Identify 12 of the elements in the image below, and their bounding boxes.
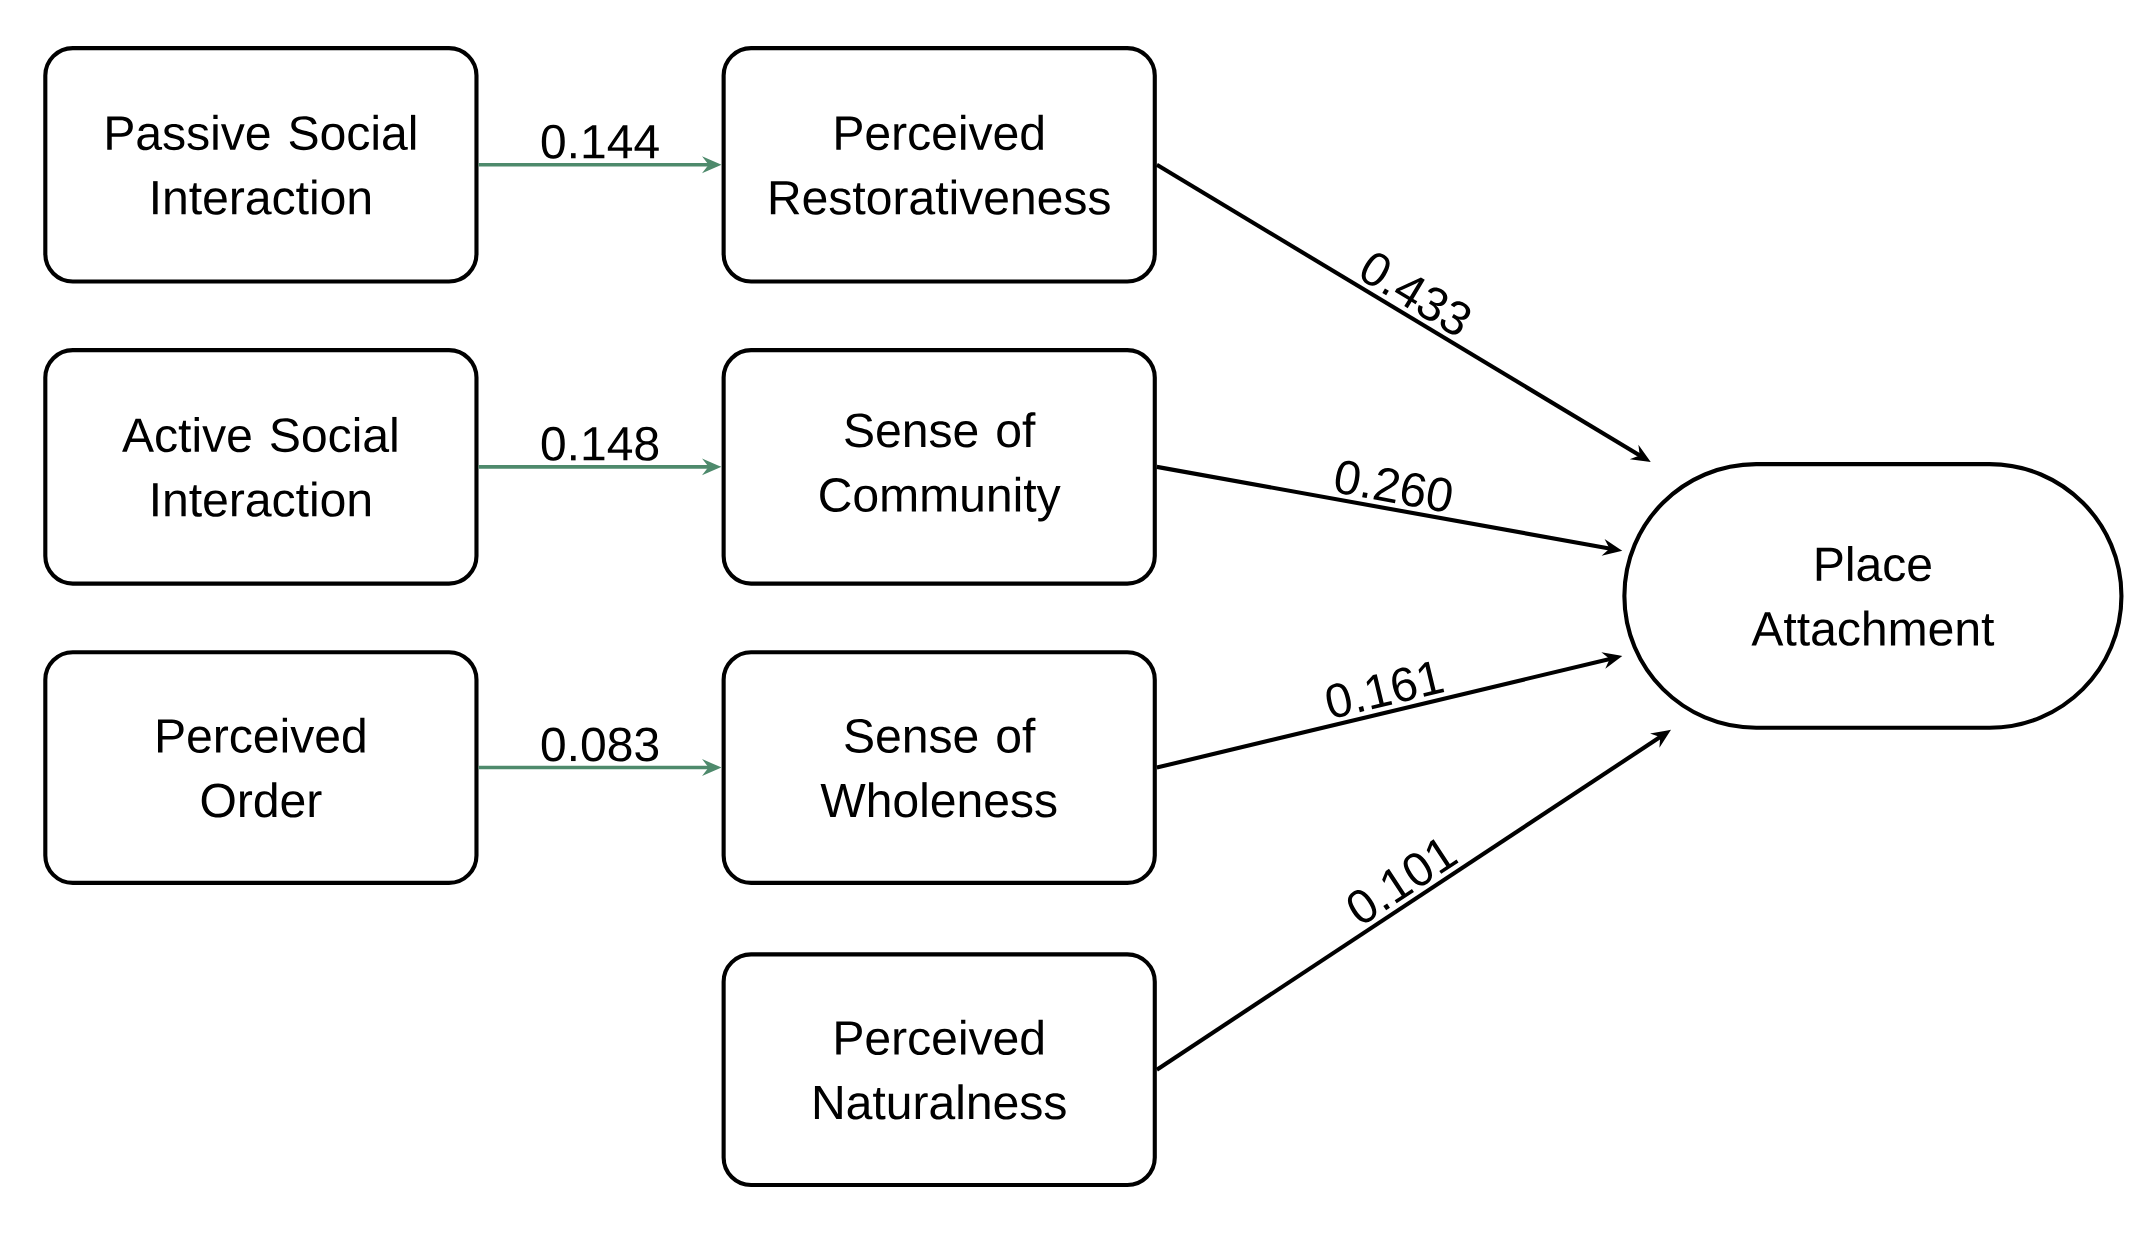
edge-label: 0.161	[1326, 661, 1445, 718]
edge-label: 0.083	[541, 727, 659, 762]
process-box: Perceived Restorativeness	[721, 45, 1157, 284]
process-box: Active Social Interaction	[43, 348, 479, 586]
process-box: Passive Social Interaction	[43, 45, 479, 284]
process-box: Sense of Community	[721, 348, 1157, 586]
process-box: Sense of Wholeness	[721, 650, 1157, 885]
edge-label: 0.260	[1335, 460, 1452, 512]
edge-label: 0.148	[541, 426, 659, 461]
process-box: Perceived Naturalness	[721, 952, 1157, 1187]
process-box: Perceived Order	[43, 650, 479, 885]
edge-label: 0.144	[541, 124, 659, 159]
